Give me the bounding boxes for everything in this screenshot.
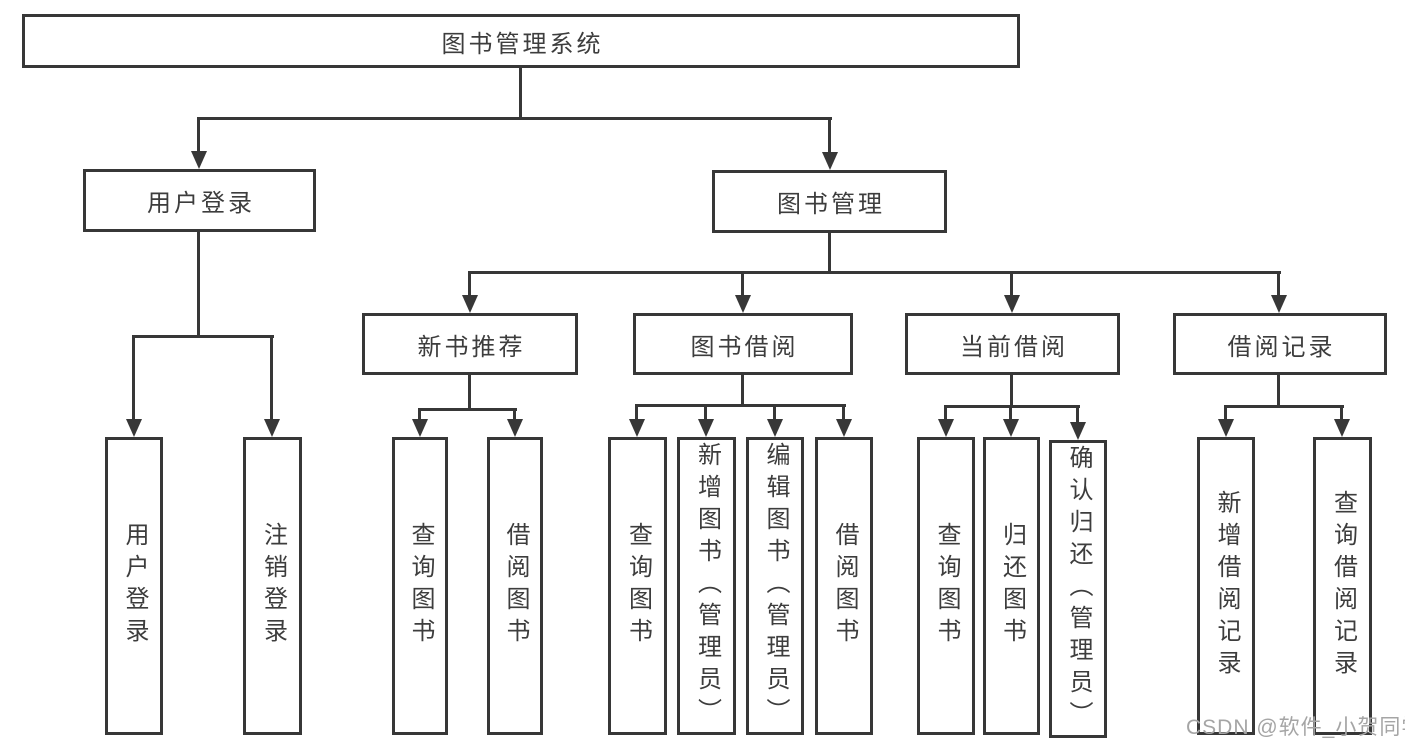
arrow-down-icon [836,419,852,437]
edge-line [1076,405,1079,424]
leaf-borrow-book: 借阅图书 [815,437,873,735]
edge-line [197,117,200,153]
leaf-edit-book-admin: 编辑图书（管理员） [746,437,804,735]
leaf-recommend-query-book: 查询图书 [392,437,448,735]
edge-line [741,374,744,407]
arrow-down-icon [462,295,478,313]
edge-line [1224,405,1227,421]
edge-line [197,230,200,338]
arrow-down-icon [191,151,207,169]
edge-line [704,404,707,421]
leaf-return-book: 归还图书 [983,437,1040,735]
node-borrow-record: 借阅记录 [1173,313,1387,375]
edge-line [519,68,522,118]
edge-line [468,271,1281,274]
arrow-down-icon [1070,422,1086,440]
edge-line [270,335,273,421]
edge-line [944,405,947,421]
edge-line [513,408,516,421]
arrow-down-icon [126,419,142,437]
edge-line [1010,271,1013,297]
arrow-down-icon [412,419,428,437]
leaf-user-login: 用户登录 [105,437,163,735]
leaf-query-borrow-record: 查询借阅记录 [1313,437,1372,735]
edge-line [1009,405,1012,421]
node-user-login: 用户登录 [83,169,316,232]
edge-line [635,404,846,407]
edge-line [468,374,471,411]
arrow-down-icon [629,419,645,437]
edge-line [842,404,845,421]
leaf-add-borrow-record: 新增借阅记录 [1197,437,1255,735]
arrow-down-icon [1003,419,1019,437]
leaf-confirm-return-admin: 确认归还（管理员） [1049,440,1107,738]
csdn-watermark: CSDN @软件_小贺同学 [1186,716,1405,739]
edge-line [635,404,638,421]
leaf-recommend-borrow-book: 借阅图书 [487,437,543,735]
edge-line [773,404,776,421]
edge-line [418,408,421,421]
node-book-management: 图书管理 [712,170,947,233]
arrow-down-icon [1004,295,1020,313]
edge-line [197,117,832,120]
arrow-down-icon [1271,295,1287,313]
arrow-down-icon [767,419,783,437]
arrow-down-icon [822,152,838,170]
edge-line [418,408,517,411]
arrow-down-icon [1218,419,1234,437]
node-root: 图书管理系统 [22,14,1020,68]
edge-line [1010,374,1013,408]
leaf-borrow-query-book: 查询图书 [608,437,667,735]
arrow-down-icon [698,419,714,437]
edge-line [468,271,471,297]
edge-line [828,117,831,154]
edge-line [1277,374,1280,408]
arrow-down-icon [938,419,954,437]
edge-line [132,335,274,338]
arrow-down-icon [735,295,751,313]
arrow-down-icon [507,419,523,437]
edge-line [828,231,831,273]
leaf-add-book-admin: 新增图书（管理员） [677,437,736,735]
edge-line [1340,405,1343,421]
arrow-down-icon [1334,419,1350,437]
edge-line [944,405,1080,408]
leaf-logout: 注销登录 [243,437,302,735]
edge-line [132,335,135,421]
leaf-current-query-book: 查询图书 [917,437,975,735]
edge-line [1277,271,1280,297]
arrow-down-icon [264,419,280,437]
edge-line [1224,405,1344,408]
node-book-borrow: 图书借阅 [633,313,853,375]
node-current-borrow: 当前借阅 [905,313,1120,375]
node-new-book-recommend: 新书推荐 [362,313,578,375]
edge-line [741,271,744,297]
